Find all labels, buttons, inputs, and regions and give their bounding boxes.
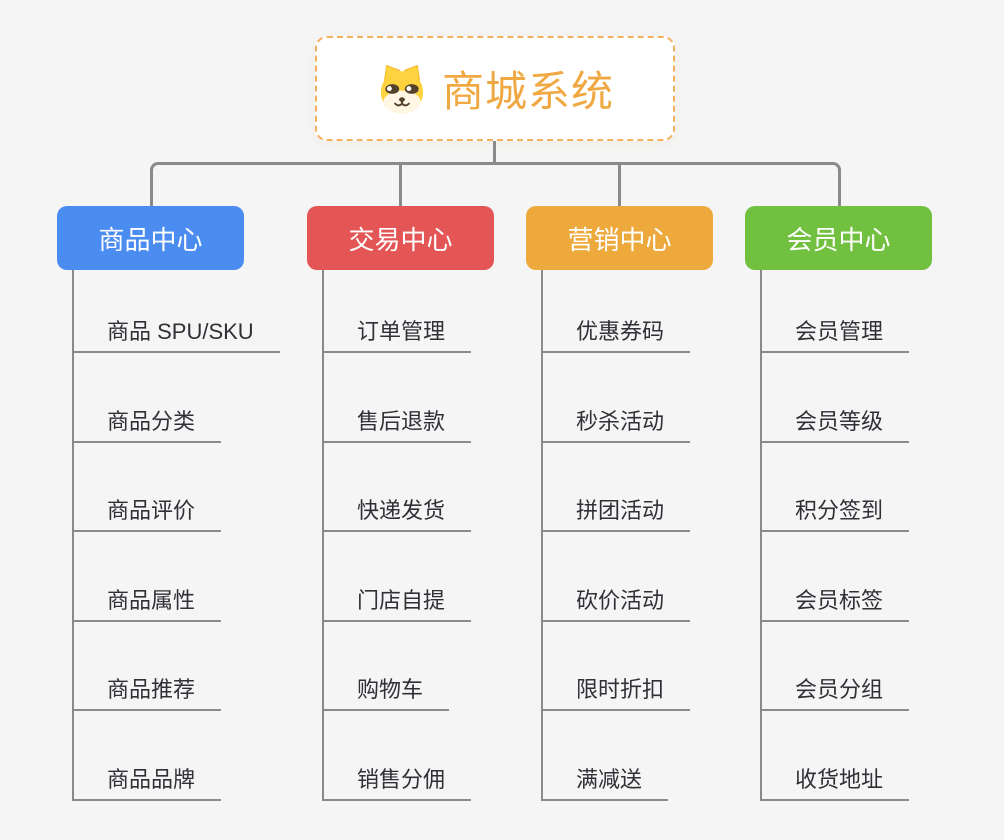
branch-bus-left-connector bbox=[150, 162, 494, 206]
leaf-node[interactable]: 商品评价 bbox=[74, 443, 222, 532]
leaf-node[interactable]: 会员分组 bbox=[762, 622, 910, 711]
leaf-node[interactable]: 秒杀活动 bbox=[543, 353, 691, 443]
leaf-node[interactable]: 会员等级 bbox=[762, 353, 910, 443]
leaf-node[interactable]: 积分签到 bbox=[762, 443, 910, 532]
branch-bus-right-connector bbox=[494, 162, 841, 206]
leaf-node[interactable]: 拼团活动 bbox=[543, 443, 691, 532]
branch-node-product[interactable]: 商品中心 bbox=[57, 206, 244, 270]
leaf-node[interactable]: 商品推荐 bbox=[74, 622, 222, 711]
branch-node-member[interactable]: 会员中心 bbox=[745, 206, 932, 270]
leaf-node[interactable]: 门店自提 bbox=[324, 532, 472, 622]
leaf-node[interactable]: 商品品牌 bbox=[74, 711, 222, 801]
branch-children-marketing: 优惠券码 秒杀活动 拼团活动 砍价活动 限时折扣 满减送 bbox=[541, 270, 691, 801]
branch-children-member: 会员管理 会员等级 积分签到 会员标签 会员分组 收货地址 bbox=[760, 270, 910, 801]
leaf-node[interactable]: 订单管理 bbox=[324, 270, 472, 353]
leaf-node[interactable]: 优惠券码 bbox=[543, 270, 691, 353]
branch-label: 营销中心 bbox=[567, 224, 672, 255]
leaf-node[interactable]: 购物车 bbox=[324, 622, 450, 711]
leaf-node[interactable]: 限时折扣 bbox=[543, 622, 691, 711]
branch-drop-connector-3 bbox=[618, 164, 621, 206]
branch-label: 会员中心 bbox=[786, 224, 891, 255]
branch-drop-connector-2 bbox=[399, 164, 402, 206]
leaf-node[interactable]: 销售分佣 bbox=[324, 711, 472, 801]
branch-node-marketing[interactable]: 营销中心 bbox=[526, 206, 713, 270]
branch-label: 商品中心 bbox=[98, 224, 203, 255]
leaf-node[interactable]: 满减送 bbox=[543, 711, 669, 801]
root-node[interactable]: 商城系统 bbox=[315, 36, 675, 141]
dog-face-icon bbox=[376, 63, 428, 115]
branch-children-trade: 订单管理 售后退款 快递发货 门店自提 购物车 销售分佣 bbox=[322, 270, 472, 801]
branch-label: 交易中心 bbox=[348, 224, 453, 255]
leaf-node[interactable]: 商品分类 bbox=[74, 353, 222, 443]
leaf-node[interactable]: 会员管理 bbox=[762, 270, 910, 353]
root-stem-connector bbox=[493, 141, 496, 164]
leaf-node[interactable]: 快递发货 bbox=[324, 443, 472, 532]
branch-children-product: 商品 SPU/SKU 商品分类 商品评价 商品属性 商品推荐 商品品牌 bbox=[72, 270, 280, 801]
leaf-node[interactable]: 商品 SPU/SKU bbox=[74, 270, 280, 353]
leaf-node[interactable]: 收货地址 bbox=[762, 711, 910, 801]
leaf-node[interactable]: 砍价活动 bbox=[543, 532, 691, 622]
branch-node-trade[interactable]: 交易中心 bbox=[307, 206, 494, 270]
leaf-node[interactable]: 商品属性 bbox=[74, 532, 222, 622]
leaf-node[interactable]: 售后退款 bbox=[324, 353, 472, 443]
root-title: 商城系统 bbox=[441, 68, 614, 115]
leaf-node[interactable]: 会员标签 bbox=[762, 532, 910, 622]
